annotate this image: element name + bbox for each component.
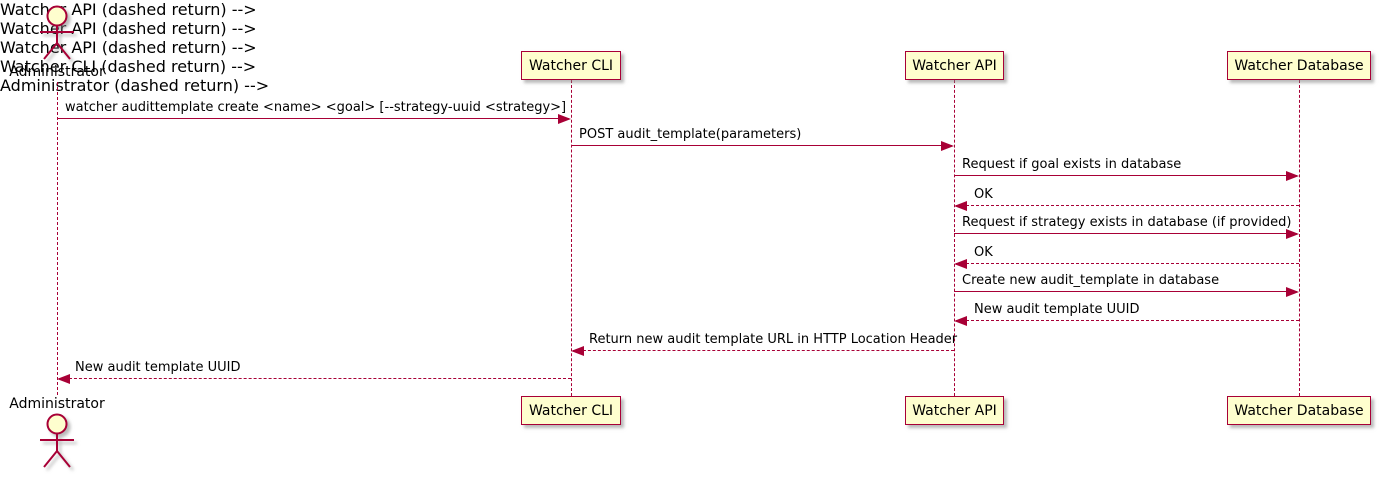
message-9-arrowhead [571, 346, 584, 356]
participant-label: Watcher CLI [528, 57, 614, 74]
message-5-label: Request if strategy exists in database (… [962, 215, 1292, 230]
administrator-label-top: Administrator [9, 64, 105, 80]
message-10-label: New audit template UUID [75, 360, 241, 375]
message-4-arrowhead [954, 201, 967, 211]
participant-watcher-api-top: Watcher API [905, 51, 1004, 80]
participant-watcher-api-bottom: Watcher API [905, 396, 1004, 425]
message-6-line [956, 263, 1299, 264]
lifeline-watcher-database [1299, 80, 1300, 396]
message-5-arrowhead [1286, 229, 1299, 239]
message-10-line [59, 378, 571, 379]
message-9-label: Return new audit template URL in HTTP Lo… [589, 332, 958, 347]
participant-watcher-cli-bottom: Watcher CLI [521, 396, 621, 425]
administrator-actor-icon [40, 5, 74, 60]
lifeline-watcher-api [954, 80, 955, 396]
participant-watcher-database-top: Watcher Database [1227, 51, 1371, 80]
message-2-line [571, 145, 952, 146]
message-7-line [954, 291, 1297, 292]
lifeline-watcher-cli [571, 80, 572, 396]
message-1-label: watcher audittemplate create <name> <goa… [65, 100, 567, 115]
message-2-label: POST audit_template(parameters) [579, 127, 802, 142]
message-9-line [573, 350, 954, 351]
message-8-line [956, 320, 1299, 321]
participant-label: Watcher CLI [528, 402, 614, 419]
message-10-arrowhead [57, 374, 70, 384]
participant-label: Watcher API [912, 402, 997, 419]
message-3-line [954, 175, 1297, 176]
message-2-arrowhead [941, 141, 954, 151]
message-5-line [954, 233, 1297, 234]
message-6-label: OK [974, 245, 993, 260]
administrator-actor-icon-bottom [40, 413, 74, 468]
lifeline-administrator [57, 82, 58, 395]
message-3-arrowhead [1286, 171, 1299, 181]
message-1-line [57, 118, 569, 119]
participant-label: Watcher Database [1234, 57, 1364, 74]
participant-watcher-database-bottom: Watcher Database [1227, 396, 1371, 425]
message-6-arrowhead [954, 259, 967, 269]
participant-watcher-cli-top: Watcher CLI [521, 51, 621, 80]
message-8-arrowhead [954, 316, 967, 326]
participant-label: Watcher Database [1234, 402, 1364, 419]
message-8-label: New audit template UUID [974, 302, 1140, 317]
message-4-line [956, 205, 1299, 206]
message-1-arrowhead [558, 114, 571, 124]
message-4-label: OK [974, 187, 993, 202]
participant-label: Watcher API [912, 57, 997, 74]
message-3-label: Request if goal exists in database [962, 157, 1182, 172]
message-7-label: Create new audit_template in database [962, 273, 1220, 288]
message-7-arrowhead [1286, 287, 1299, 297]
administrator-label-bottom: Administrator [9, 396, 105, 412]
